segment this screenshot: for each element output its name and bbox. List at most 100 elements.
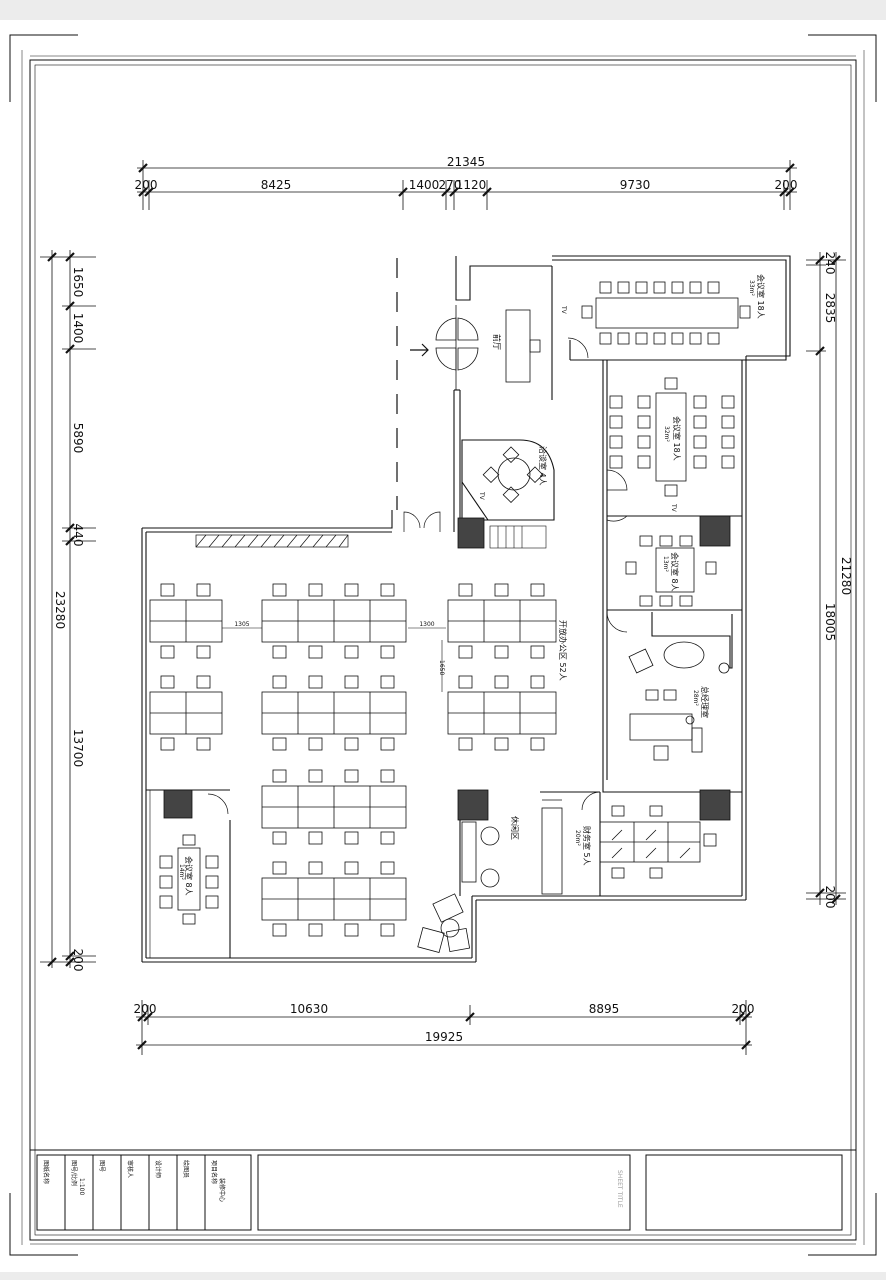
label-finance: 财务室 5人 [582,826,592,866]
office-chair [308,769,323,783]
right-dimension-lines [806,252,846,905]
building-walls [141,255,791,963]
office-chair [380,923,395,937]
left-dimension-lines [40,250,96,968]
sheet-title-label: SHEET TITLE [616,1170,623,1208]
dim-top-total: 21345 [447,155,485,169]
dim-top-seg-6: 9730 [620,178,651,192]
office-chair [344,831,359,845]
meeting-room-left-furniture [159,834,219,925]
label-reception: 前厅 [492,334,502,350]
label-gap-1: 1305 [234,621,249,628]
room-labels: 前厅 会议室 18人 33m² 会议室 18人 32m² 会议室 8人 13m²… [178,274,766,896]
negotiation-room-furniture [482,446,544,504]
label-gap-3: 1650 [438,660,445,675]
label-negotiation: 洽谈室 4人 [538,446,548,486]
office-chair [344,737,359,751]
dim-top-seg-7: 200 [775,178,798,192]
gm-office-furniture [628,641,730,761]
meeting-room-top-furniture [581,281,751,345]
label-gm-office-area: 28m² [692,690,699,706]
office-chair [530,583,545,597]
title-cell-project: 项目名称 [210,1160,218,1184]
label-tv-2: TV [670,503,677,513]
title-cell-drawing-name: 图纸名称 [42,1160,50,1184]
dim-bottom-seg-3: 8895 [589,1002,620,1016]
office-chair [458,675,473,689]
dim-top-seg-1: 200 [135,178,158,192]
office-chair [308,861,323,875]
office-chair [380,769,395,783]
office-chair [530,675,545,689]
office-chair [380,861,395,875]
title-block-text: 图纸名称 图号/比例 1:100 图号 审核人 设计师 绘图员 项目名称 装修中… [42,1160,623,1208]
label-meeting-right: 会议室 18人 [672,416,682,461]
office-chair [380,737,395,751]
dim-right-seg-1: 240 [823,252,837,275]
label-finance-area: 20m² [574,830,581,846]
office-chair [344,769,359,783]
office-chair [344,861,359,875]
label-meeting-left: 会议室 8人 [184,856,194,896]
dim-left-total: 23280 [53,591,67,629]
title-cell-center: 装修中心 [218,1178,226,1202]
office-chair [494,645,509,659]
label-rest-area: 休闲区 [510,816,520,840]
label-meeting-top-area: 33m² [748,280,755,296]
dim-bottom-total: 19925 [425,1030,463,1044]
structural-columns [163,515,731,821]
dim-right-seg-3: 18005 [823,603,837,641]
meeting-room-small-right-furniture [625,535,717,607]
entrance-opening [396,258,429,510]
top-dimension-lines [137,160,797,210]
dim-top-seg-5: 1120 [456,178,487,192]
office-chair [196,583,211,597]
finance-room-furniture [599,805,717,879]
dim-bottom-seg-2: 10630 [290,1002,328,1016]
label-meeting-right-area: 32m² [663,426,670,442]
label-meeting-top: 会议室 18人 [756,274,766,319]
office-chair [380,583,395,597]
office-chair [344,675,359,689]
office-chair [160,675,175,689]
office-chair [272,861,287,875]
label-tv-3: TV [478,491,485,501]
dim-right-total: 21280 [839,557,853,595]
office-chair [196,645,211,659]
label-open-office: 开放办公区 52人 [558,620,568,681]
office-chair [308,583,323,597]
title-cell-scale: 1:100 [78,1178,85,1195]
office-chair [196,737,211,751]
office-chair [272,923,287,937]
office-chair [494,675,509,689]
office-chair [530,645,545,659]
dim-left-seg-6: 200 [71,949,85,972]
office-chair [160,737,175,751]
dim-top-seg-2: 8425 [261,178,292,192]
label-meeting-small-right-area: 13m² [662,556,669,572]
bottom-margin-bar [0,1272,886,1280]
internal-doors [207,337,628,815]
dim-right-seg-2: 2835 [823,293,837,324]
office-chair [272,737,287,751]
office-chair [344,583,359,597]
bottom-dimension-text: 200 10630 8895 200 19925 [134,1002,755,1044]
reception-desk [505,309,541,383]
label-meeting-left-area: 14m² [178,864,185,880]
office-chair [308,831,323,845]
office-chair [272,645,287,659]
bottom-dimension-lines [136,1000,752,1055]
label-gap-2: 1300 [419,621,434,628]
office-chair [272,769,287,783]
office-chair [458,583,473,597]
office-chair [458,737,473,751]
office-chair [308,923,323,937]
office-chair [272,583,287,597]
office-chair [308,675,323,689]
title-cell-number: 图号 [98,1160,105,1172]
dim-top-seg-3: 1400 [409,178,440,192]
office-chair [308,645,323,659]
office-chair [380,831,395,845]
office-chair [344,645,359,659]
office-chair [308,737,323,751]
